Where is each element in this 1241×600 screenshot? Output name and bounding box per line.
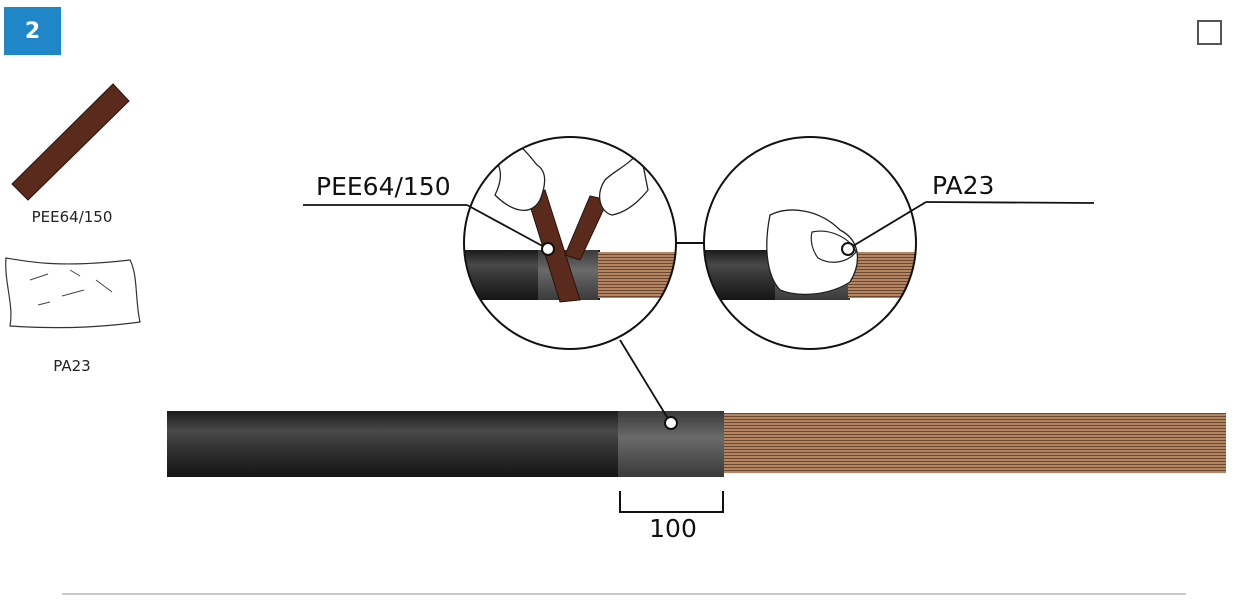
cloth-callout-leader [847, 201, 927, 250]
zoom-circle-tape [463, 136, 677, 350]
tape-callout-leader [466, 204, 549, 250]
zoom-circle-cloth [703, 136, 917, 350]
step-number-badge: 2 [4, 7, 61, 55]
zoom-leader-line [619, 339, 671, 423]
cloth-callout-dot [841, 242, 855, 256]
tape-material-label: PEE64/150 [32, 208, 113, 226]
cloth-callout-label: PA23 [932, 171, 994, 200]
cleaning-cloth-icon [5, 257, 141, 329]
cable-main [167, 411, 1226, 477]
callout-dot [664, 416, 678, 430]
dimension-bracket [619, 491, 724, 513]
copper-conductors [724, 413, 1226, 473]
tape-callout-label: PEE64/150 [316, 172, 451, 201]
cloth-callout-underline [925, 201, 1095, 204]
dimension-value: 100 [649, 514, 697, 543]
step-checkbox[interactable] [1197, 20, 1222, 45]
cloth-material-label: PA23 [53, 357, 90, 375]
tape-callout-dot [541, 242, 555, 256]
footer-divider [62, 593, 1186, 595]
tape-strip-icon [11, 83, 130, 201]
